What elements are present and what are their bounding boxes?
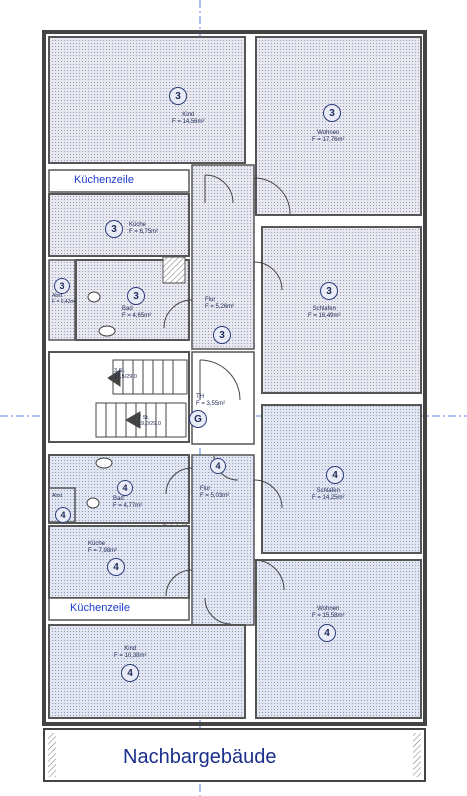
room-label-schlafen-3: Schlafen F = 16,49m²: [308, 306, 341, 320]
outer-walls: [42, 30, 427, 726]
room-area: F = 7,98m²: [88, 547, 118, 554]
unit-marker-kueche-3: 3: [105, 220, 123, 238]
band-kuechenzeile-bottom: [48, 597, 190, 621]
room-label-bad-4: Bad F = 4,77m²: [113, 496, 142, 510]
room-name: Wohnen: [317, 130, 340, 136]
door-swings: [163, 174, 291, 625]
stair-upper-label: 3 St. 17,5/29,0: [114, 368, 137, 381]
room-kind-3: [48, 36, 246, 164]
room-wohnen-4: [255, 559, 422, 719]
room-label-kueche-3: Küche F = 6,75m²: [129, 222, 158, 236]
stair-count: 7 St.: [138, 415, 150, 421]
room-label-flur-3: Flur F = 5,26m²: [205, 297, 234, 311]
unit-marker-schlafen-3: 3: [320, 282, 338, 300]
kuechenzeile-top-label: Küchenzeile: [74, 174, 134, 186]
stair-area: [48, 351, 190, 443]
unit-marker-wohnen-3: 3: [323, 104, 341, 122]
room-area: F = 16,49m²: [308, 312, 341, 319]
room-label-kueche-4: Küche F = 7,98m²: [88, 541, 117, 555]
room-area: F = 4,65m²: [122, 312, 152, 319]
unit-marker-bad-4: 4: [117, 480, 133, 496]
room-area: F = 0,42m²: [52, 298, 77, 305]
stair-upper-flight: [107, 359, 188, 395]
room-name: Schlafen: [316, 488, 340, 494]
room-area: F = 5,26m²: [205, 303, 235, 310]
room-name: Schlafen: [312, 306, 336, 312]
room-name: Küche: [88, 541, 106, 547]
band-kuechenzeile-top: [48, 169, 190, 193]
unit-marker-abst-4: 4: [55, 507, 71, 523]
room-name: Küche: [129, 222, 147, 228]
room-abst-3: [48, 259, 76, 341]
stair-ratio: 17,5/29,0: [114, 374, 137, 381]
room-label-bad-3: Bad F = 4,65m²: [122, 306, 151, 320]
room-name: Flur: [200, 486, 211, 492]
room-label-kind-3: Kind F = 14,56m²: [172, 112, 205, 126]
room-schlafen-3: [261, 226, 422, 394]
unit-marker-flur-4: 4: [210, 458, 226, 474]
bath-fixtures: [86, 291, 116, 509]
room-area: F = 10,38m²: [114, 652, 147, 659]
unit-marker-kueche-4: 4: [107, 558, 125, 576]
room-name: Kind: [182, 112, 195, 118]
room-flur-4: [191, 454, 255, 626]
room-label-wohnen-3: Wohnen F = 17,76m²: [312, 130, 345, 144]
room-label-abst-3: Abst. F = 0,42m²: [52, 293, 77, 306]
room-label-th: TH F = 3,55m²: [196, 394, 225, 408]
room-name: Flur: [205, 297, 216, 303]
room-area: F = 4,77m²: [113, 502, 143, 509]
room-area: F = 15,58m²: [312, 612, 345, 619]
room-kind-4: [48, 624, 246, 719]
unit-marker-th: G: [189, 410, 207, 428]
room-name: Bad: [122, 306, 133, 312]
room-area: F = 5,03m²: [200, 492, 230, 499]
room-label-wohnen-4: Wohnen F = 15,58m²: [312, 606, 345, 620]
room-wohnen-3: [255, 36, 422, 216]
stair-ratio: 19,0/29,0: [138, 421, 161, 428]
room-name: Wohnen: [317, 606, 340, 612]
room-label-abst-4: Abst.: [52, 493, 64, 500]
kuechenzeile-bottom-label: Küchenzeile: [70, 602, 130, 614]
room-name: Kind: [124, 646, 137, 652]
room-area: F = 17,76m²: [312, 136, 345, 143]
room-flur-3: [191, 164, 255, 350]
unit-marker-flur-3: 3: [213, 326, 231, 344]
neighbor-building-label: Nachbargebäude: [123, 746, 277, 768]
unit-marker-kind-4: 4: [121, 664, 139, 682]
room-name: Bad: [113, 496, 124, 502]
stair-count: 3 St.: [114, 368, 126, 374]
room-label-flur-4: Flur F = 5,03m²: [200, 486, 229, 500]
unit-marker-wohnen-4: 4: [318, 624, 336, 642]
shaft-upper: [162, 256, 186, 284]
room-label-kind-4: Kind F = 10,38m²: [114, 646, 147, 660]
room-name: TH: [196, 394, 204, 400]
room-name: Abst.: [52, 493, 64, 499]
room-area: F = 3,55m²: [196, 400, 226, 407]
unit-marker-bad-3: 3: [127, 287, 145, 305]
stair-lower-flight: [95, 402, 187, 438]
room-area: F = 14,25m²: [312, 494, 345, 501]
unit-marker-kind-3: 3: [169, 87, 187, 105]
room-name: Abst.: [52, 293, 64, 299]
unit-marker-schlafen-4: 4: [326, 466, 344, 484]
room-area: F = 14,56m²: [172, 118, 205, 125]
unit-marker-abst-3: 3: [54, 278, 70, 294]
neighbor-building: [43, 728, 426, 782]
stair-lower-label: 7 St. 19,0/29,0: [138, 415, 161, 428]
room-area: F = 6,75m²: [129, 228, 159, 235]
room-label-schlafen-4: Schlafen F = 14,25m²: [312, 488, 345, 502]
